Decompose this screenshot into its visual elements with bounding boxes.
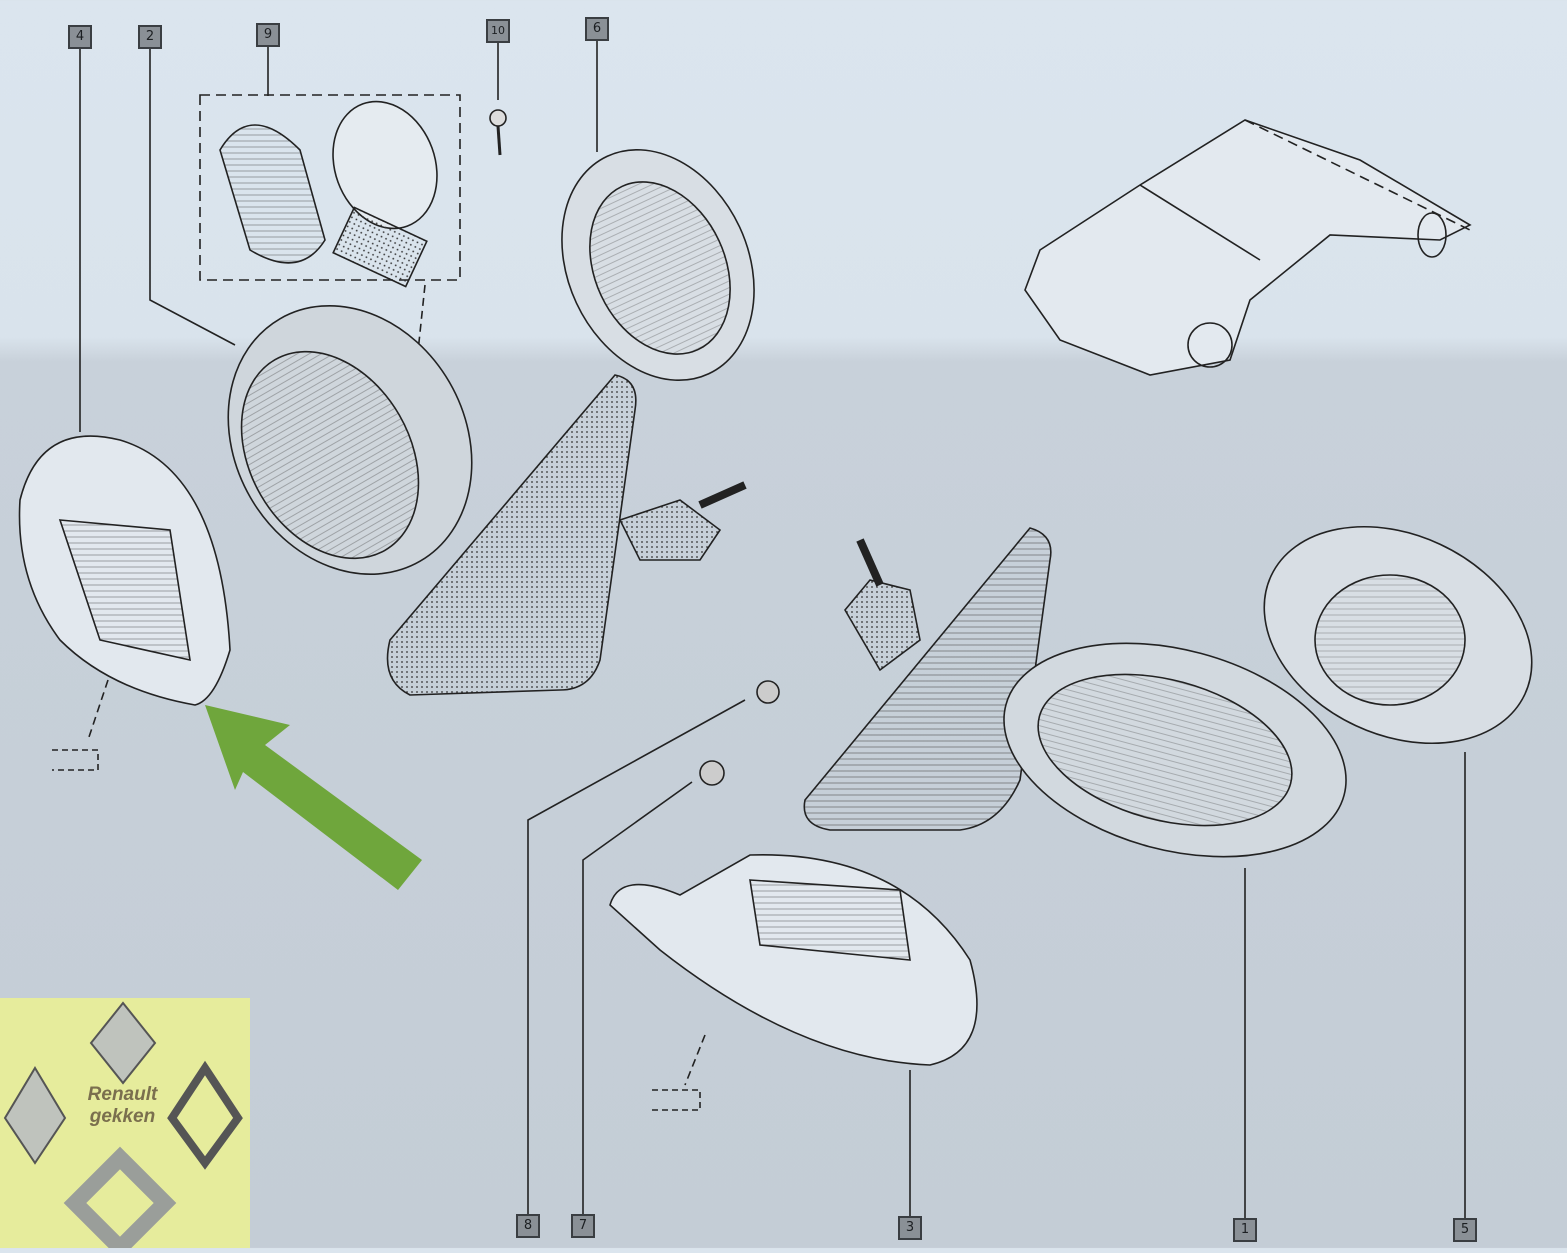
part-8-nut: [756, 680, 780, 704]
logo-line-2: gekken: [89, 1106, 156, 1127]
part-6-mirror-glass: [561, 148, 755, 382]
callout-2: 2: [138, 25, 162, 49]
callout-9: 9: [256, 23, 280, 47]
callout-3: 3: [898, 1216, 922, 1240]
part-4-mirror-cover: [18, 435, 231, 771]
callout-1: 1: [1233, 1218, 1257, 1242]
callout-6: 6: [585, 17, 609, 41]
part-5-mirror-glass: [1263, 525, 1533, 745]
car-location-illustration: [1024, 119, 1472, 376]
renault-gekken-logo: Renault gekken: [0, 998, 250, 1253]
callout-10: 10: [486, 19, 510, 43]
part-3-mirror-cover: [609, 854, 978, 1111]
left-mount-bracket: [386, 374, 747, 696]
callout-8: 8: [516, 1214, 540, 1238]
callout-5: 5: [1453, 1218, 1477, 1242]
right-mount-bracket: [803, 527, 1052, 831]
part-10-screw: [489, 109, 507, 156]
highlight-arrow: [205, 705, 422, 890]
part-2-mirror-housing: [227, 305, 473, 575]
part-7-nut: [699, 760, 725, 786]
callout-4: 4: [68, 25, 92, 49]
part-1-mirror-housing: [1003, 642, 1347, 858]
logo-text: Renault gekken: [70, 1084, 175, 1128]
callout-7: 7: [571, 1214, 595, 1238]
logo-line-1: Renault: [87, 1084, 158, 1105]
part-9-glass-kit: [199, 94, 461, 381]
leader-lines: [79, 40, 1466, 1219]
